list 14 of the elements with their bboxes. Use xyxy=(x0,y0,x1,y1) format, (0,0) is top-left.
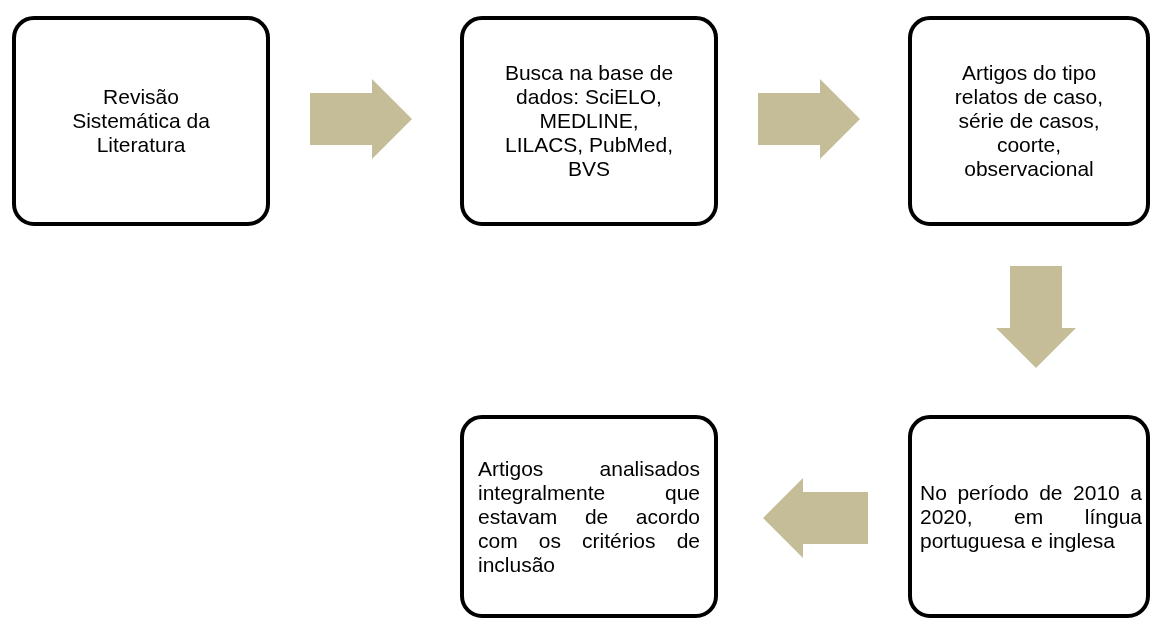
box-text: No período de 2010 a 2020, em língua portuguesa e inglesa xyxy=(920,480,1142,553)
process-box xyxy=(460,415,718,618)
box-text: Busca na base de dados: SciELO, MEDLINE, LILACS, PubMed, BVS xyxy=(504,61,674,181)
box-text: Artigos do tipo relatos de caso, série de casos, coorte, observacional xyxy=(953,61,1105,181)
box-text: Artigos analisados integralmente que estavam de acordo com os critérios de inclusão xyxy=(478,456,700,577)
block-arrow xyxy=(758,79,860,159)
process-box xyxy=(908,16,1150,226)
process-box xyxy=(908,415,1150,618)
box-text: Revisão Sistemática da Literatura xyxy=(71,85,211,157)
block-arrow xyxy=(310,79,412,159)
process-box xyxy=(460,16,718,226)
block-arrow xyxy=(996,266,1076,368)
block-arrow xyxy=(763,478,868,558)
process-box xyxy=(12,16,270,226)
